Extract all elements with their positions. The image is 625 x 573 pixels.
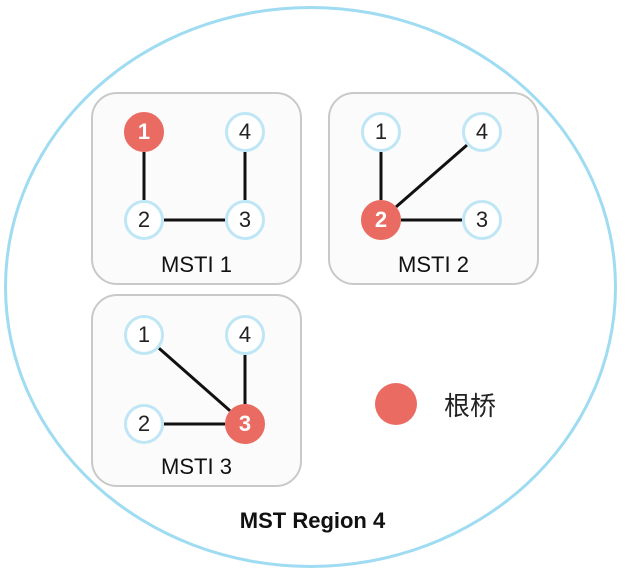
region-title: MST Region 4 — [239, 508, 386, 533]
root-bridge-legend-label: 根桥 — [444, 392, 497, 422]
msti-1-bridge-node-3: 3 — [225, 200, 265, 240]
msti-1-label: MSTI 1 — [161, 252, 232, 277]
msti-1-bridge-node-4: 4 — [225, 112, 265, 152]
msti-1-box: MSTI 1 — [91, 92, 302, 285]
msti-3-bridge-node-2: 2 — [124, 404, 164, 444]
msti-2-bridge-node-3: 3 — [462, 200, 502, 240]
msti-2-box: MSTI 2 — [328, 92, 539, 285]
msti-3-bridge-node-3-root: 3 — [225, 404, 265, 444]
msti-3-label: MSTI 3 — [161, 454, 232, 479]
msti-1-bridge-node-2: 2 — [124, 200, 164, 240]
msti-1-bridge-node-1-root: 1 — [124, 112, 164, 152]
msti-3-bridge-node-4: 4 — [225, 315, 265, 355]
root-bridge-legend-dot — [375, 383, 417, 425]
msti-2-bridge-node-4: 4 — [462, 112, 502, 152]
msti-3-bridge-node-1: 1 — [124, 315, 164, 355]
msti-2-bridge-node-1: 1 — [361, 112, 401, 152]
msti-3-box: MSTI 3 — [91, 294, 302, 487]
mst-region-boundary — [4, 6, 617, 568]
msti-2-bridge-node-2-root: 2 — [361, 200, 401, 240]
msti-2-label: MSTI 2 — [398, 252, 469, 277]
